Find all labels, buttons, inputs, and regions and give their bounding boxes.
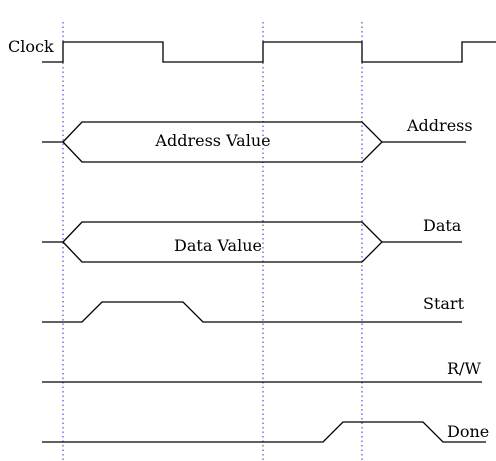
done-label: Done xyxy=(447,422,489,441)
address-label: Address xyxy=(406,116,473,135)
clock-label: Clock xyxy=(8,37,54,56)
data-value-label: Data Value xyxy=(174,236,262,255)
start-signal: Start xyxy=(42,294,465,323)
address-value-label: Address Value xyxy=(154,131,270,150)
done-signal: Done xyxy=(42,421,489,443)
start-waveform xyxy=(42,301,462,323)
rw-label: R/W xyxy=(447,359,481,378)
data-label: Data xyxy=(423,216,462,235)
data-signal: Data Data Value xyxy=(42,216,462,263)
start-label: Start xyxy=(423,294,465,313)
rw-signal: R/W xyxy=(42,359,482,383)
clock-waveform xyxy=(42,41,496,63)
clock-signal: Clock xyxy=(8,37,496,63)
clock-edge-guides xyxy=(62,22,363,461)
done-waveform xyxy=(42,421,486,443)
address-signal: Address Address Value xyxy=(42,116,473,163)
